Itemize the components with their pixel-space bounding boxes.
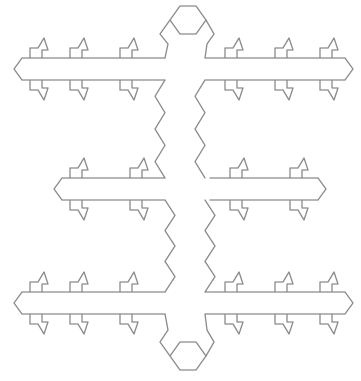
arm-mid-right-hook-top-1 — [290, 158, 308, 178]
arm-top-left-hook-top-1 — [70, 38, 88, 58]
arm-bottom-right-hook-top-1 — [275, 272, 293, 292]
arm-bottom-right-hook-top-0 — [225, 272, 243, 292]
arm-top-left-hook-bottom-1 — [70, 80, 88, 100]
outline-group — [14, 6, 353, 370]
spine-lower-left — [165, 200, 175, 292]
arm-bottom-right-tip — [345, 292, 353, 314]
arm-top-left-hook-top-0 — [30, 38, 48, 58]
arm-top-left-hook-bottom-2 — [120, 80, 138, 100]
cap-connector-bottom-left — [160, 314, 170, 356]
cap-connector-top-left — [160, 20, 170, 58]
arm-mid-left-tip — [54, 178, 62, 200]
arm-bottom-left-hook-bottom-0 — [30, 314, 48, 334]
arm-top-right-hook-top-0 — [225, 38, 243, 58]
arm-top-right-hook-bottom-0 — [225, 80, 243, 100]
arm-mid-right-hook-bottom-0 — [230, 200, 248, 220]
arm-bottom-right-hook-bottom-2 — [320, 314, 338, 334]
arm-bottom-left-hook-top-1 — [70, 272, 88, 292]
arm-top-right-hook-top-1 — [275, 38, 293, 58]
arm-bottom-right-hook-bottom-1 — [275, 314, 293, 334]
cap-connector-bottom-right — [205, 314, 214, 356]
arm-top-right-tip — [345, 58, 353, 80]
arm-bottom-right-hook-top-2 — [320, 272, 338, 292]
top-cap-hexagon — [170, 6, 206, 34]
bottom-cap-hexagon — [170, 342, 206, 370]
arm-top-right-hook-bottom-1 — [275, 80, 293, 100]
arm-bottom-left-hook-top-0 — [30, 272, 48, 292]
arm-top-left-hook-top-2 — [120, 38, 138, 58]
arm-mid-right-tip — [318, 178, 326, 200]
arm-mid-left-hook-top-1 — [130, 158, 148, 178]
arm-bottom-left-hook-top-2 — [120, 272, 138, 292]
arm-mid-right-hook-bottom-1 — [290, 200, 308, 220]
arm-mid-left-hook-bottom-0 — [70, 200, 88, 220]
arm-mid-left-hook-top-0 — [70, 158, 88, 178]
arm-top-left-hook-bottom-0 — [30, 80, 48, 100]
arm-bottom-right-hook-bottom-0 — [225, 314, 243, 334]
cap-connector-top-right — [205, 20, 214, 58]
spine-upper-left — [155, 80, 165, 178]
arm-bottom-left-hook-bottom-2 — [120, 314, 138, 334]
arm-top-right-hook-bottom-2 — [320, 80, 338, 100]
arm-mid-right-hook-top-0 — [230, 158, 248, 178]
spine-upper-right — [195, 80, 205, 178]
arm-bottom-left-tip — [14, 292, 22, 314]
arm-top-right-hook-top-2 — [320, 38, 338, 58]
arm-bottom-left-hook-bottom-1 — [70, 314, 88, 334]
spine-lower-right — [205, 200, 215, 292]
arm-top-left-tip — [14, 58, 22, 80]
arm-mid-left-hook-bottom-1 — [130, 200, 148, 220]
